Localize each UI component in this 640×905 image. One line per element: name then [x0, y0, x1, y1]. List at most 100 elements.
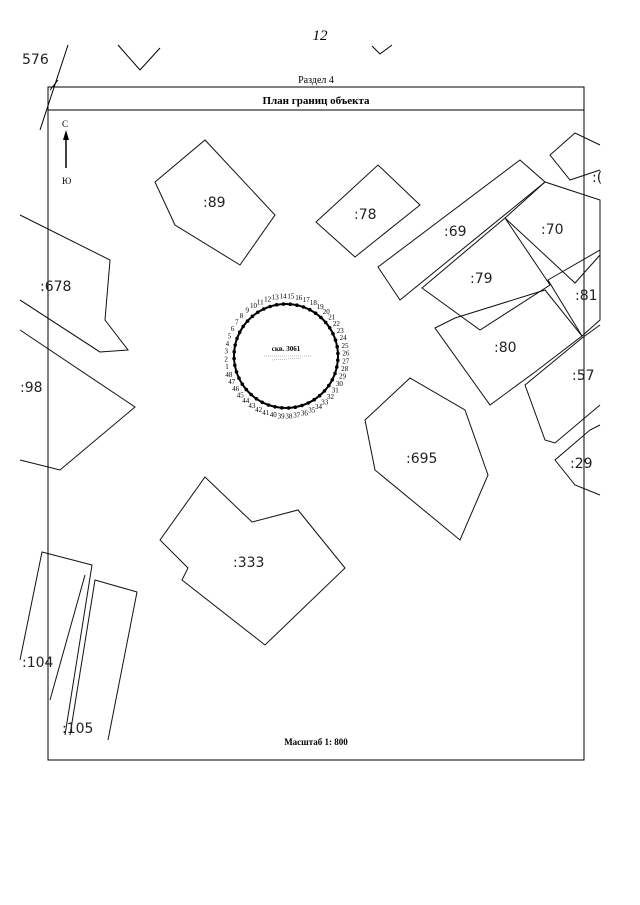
parcel-78 [315, 164, 421, 258]
parcel-label-333: :333 [233, 555, 264, 571]
boundary-point-label: 48 [225, 371, 233, 379]
boundary-point [262, 307, 266, 311]
boundary-point-label: 1 [225, 363, 229, 371]
boundary-point [295, 303, 299, 308]
boundary-point [237, 376, 241, 381]
boundary-point-label: 44 [242, 397, 250, 405]
parcel-label-top-right: :( [592, 170, 602, 186]
boundary-point [237, 330, 242, 335]
parcel-label-69: :69 [444, 224, 467, 240]
boundary-point-label: 42 [255, 406, 263, 414]
boundary-point-label: 17 [303, 296, 311, 304]
boundary-point-label: 19 [317, 303, 325, 311]
boundary-point-label: 31 [332, 387, 340, 395]
boundary-point [250, 314, 255, 319]
boundary-point-label: 2 [224, 355, 228, 363]
boundary-point-label: 9 [245, 307, 249, 315]
parcel-70 [504, 181, 601, 284]
boundary-point [313, 311, 318, 316]
svg-text:Ю: Ю [62, 176, 71, 186]
boundary-point-label: 43 [248, 402, 256, 410]
boundary-point [273, 405, 277, 409]
boundary-point [244, 387, 249, 392]
boundary-point-label: 24 [340, 334, 348, 342]
boundary-point [333, 371, 337, 376]
boundary-point-label: 13 [272, 294, 280, 302]
parcel-label-695: :695 [406, 451, 437, 467]
section-label: Раздел 4 [298, 75, 334, 86]
boundary-point-label: 12 [264, 295, 272, 303]
page-number: 12 [313, 28, 329, 44]
boundary-point-label: 32 [327, 393, 335, 401]
boundary-point-label: 25 [342, 342, 350, 350]
boundary-point-label: 7 [235, 318, 239, 326]
boundary-point [336, 351, 340, 356]
boundary-point [266, 403, 271, 407]
parcel-label-29: :29 [570, 456, 593, 472]
boundary-point [335, 344, 340, 349]
parcel-29 [554, 424, 601, 496]
boundary-point-label: 33 [321, 398, 329, 406]
boundary-point [286, 406, 291, 410]
boundary-point-label: 37 [293, 412, 301, 420]
boundary-point [319, 315, 323, 320]
boundary-point [245, 319, 250, 323]
parcel-label-70: :70 [541, 222, 564, 238]
boundary-point-label: 10 [250, 302, 258, 310]
boundary-point-label: 21 [328, 314, 336, 322]
boundary-point [233, 343, 237, 347]
boundary-point [249, 392, 253, 397]
well-label: скв. 3061 [272, 345, 301, 353]
parcel-678 [19, 214, 129, 353]
boundary-point-label: 45 [237, 391, 245, 399]
parcel-81 [547, 249, 601, 337]
boundary-point-label: 15 [287, 293, 295, 301]
boundary-point-label: 39 [278, 412, 286, 420]
parcel-label-81: :81 [575, 288, 598, 304]
boundary-point-label: 5 [228, 332, 232, 340]
boundary-point [336, 358, 340, 363]
boundary-point-label: 23 [337, 327, 345, 335]
boundary-point [254, 397, 259, 401]
boundary-point [322, 389, 327, 393]
boundary-point-label: 14 [280, 293, 288, 301]
boundary-point [255, 310, 260, 315]
boundary-point-label: 8 [240, 312, 244, 320]
boundary-point-label: 35 [308, 407, 316, 415]
boundary-point [241, 324, 245, 329]
parcel-label-78: :78 [354, 207, 377, 223]
boundary-point-label: 41 [262, 409, 270, 417]
boundary-point-label: 34 [315, 403, 323, 411]
boundary-point [335, 365, 339, 369]
boundary-point-label: 26 [342, 350, 350, 358]
boundary-point-label: 27 [342, 357, 350, 365]
parcel-top-right [549, 132, 601, 181]
north-arrow-icon: С Ю [62, 119, 71, 186]
boundary-point [233, 363, 237, 368]
boundary-point [312, 397, 317, 402]
boundary-point-label: 18 [310, 299, 318, 307]
boundary-point [327, 383, 331, 388]
scale-label: Масштаб 1: 800 [284, 737, 348, 747]
parcel-line-lower [49, 574, 86, 701]
boundary-point [333, 338, 338, 342]
parcel-label-79: :79 [470, 271, 493, 287]
boundary-point [281, 302, 286, 306]
parcel-label-98: :98 [20, 380, 43, 396]
parcel-label-80: :80 [494, 340, 517, 356]
boundary-point-label: 38 [285, 412, 293, 420]
boundary-point [306, 401, 311, 405]
boundary-point [268, 304, 272, 309]
boundary-point [232, 356, 236, 361]
boundary-point [327, 326, 332, 330]
boundary-point [274, 303, 279, 307]
parcel-label-105: :105 [62, 721, 93, 737]
parcel-89 [154, 139, 276, 266]
boundary-point-label: 6 [231, 325, 235, 333]
boundary-point-label: 30 [336, 380, 344, 388]
parcel-57 [524, 324, 601, 444]
boundary-point-label: 36 [301, 410, 309, 418]
boundary-point-label: 20 [323, 308, 331, 316]
